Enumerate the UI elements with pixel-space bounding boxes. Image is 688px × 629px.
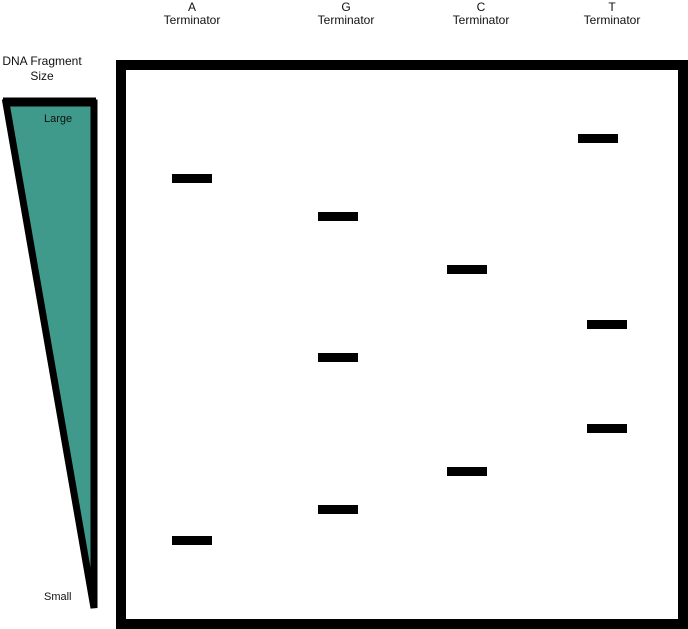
band-c <box>447 265 487 274</box>
band-t <box>578 134 618 143</box>
lane-label: Terminator <box>163 13 221 27</box>
band-a <box>172 536 212 545</box>
fragment-size-gradient <box>1 97 98 609</box>
band-t <box>587 424 627 433</box>
lane-base: A <box>187 0 196 14</box>
band-c <box>447 467 487 476</box>
lane-base: T <box>608 0 616 14</box>
axis-title-line2: Size <box>30 69 54 83</box>
lane-label: Terminator <box>317 13 375 27</box>
axis-title-line1: DNA Fragment <box>2 54 82 68</box>
lane-base: G <box>341 0 351 14</box>
axis-title: DNA Fragment Size <box>0 54 84 83</box>
lane-header-a: A Terminator <box>147 1 237 27</box>
band-t <box>587 320 627 329</box>
band-a <box>172 174 212 183</box>
large-label: Large <box>44 113 73 125</box>
small-label: Small <box>44 591 72 603</box>
lane-header-c: C Terminator <box>436 1 526 27</box>
gel <box>116 60 688 629</box>
band-g <box>318 353 358 362</box>
lane-header-g: G Terminator <box>301 1 391 27</box>
lane-label: Terminator <box>452 13 510 27</box>
lane-label: Terminator <box>583 13 641 27</box>
band-g <box>318 212 358 221</box>
band-g <box>318 505 358 514</box>
lane-header-t: T Terminator <box>567 1 657 27</box>
lane-base: C <box>476 0 486 14</box>
